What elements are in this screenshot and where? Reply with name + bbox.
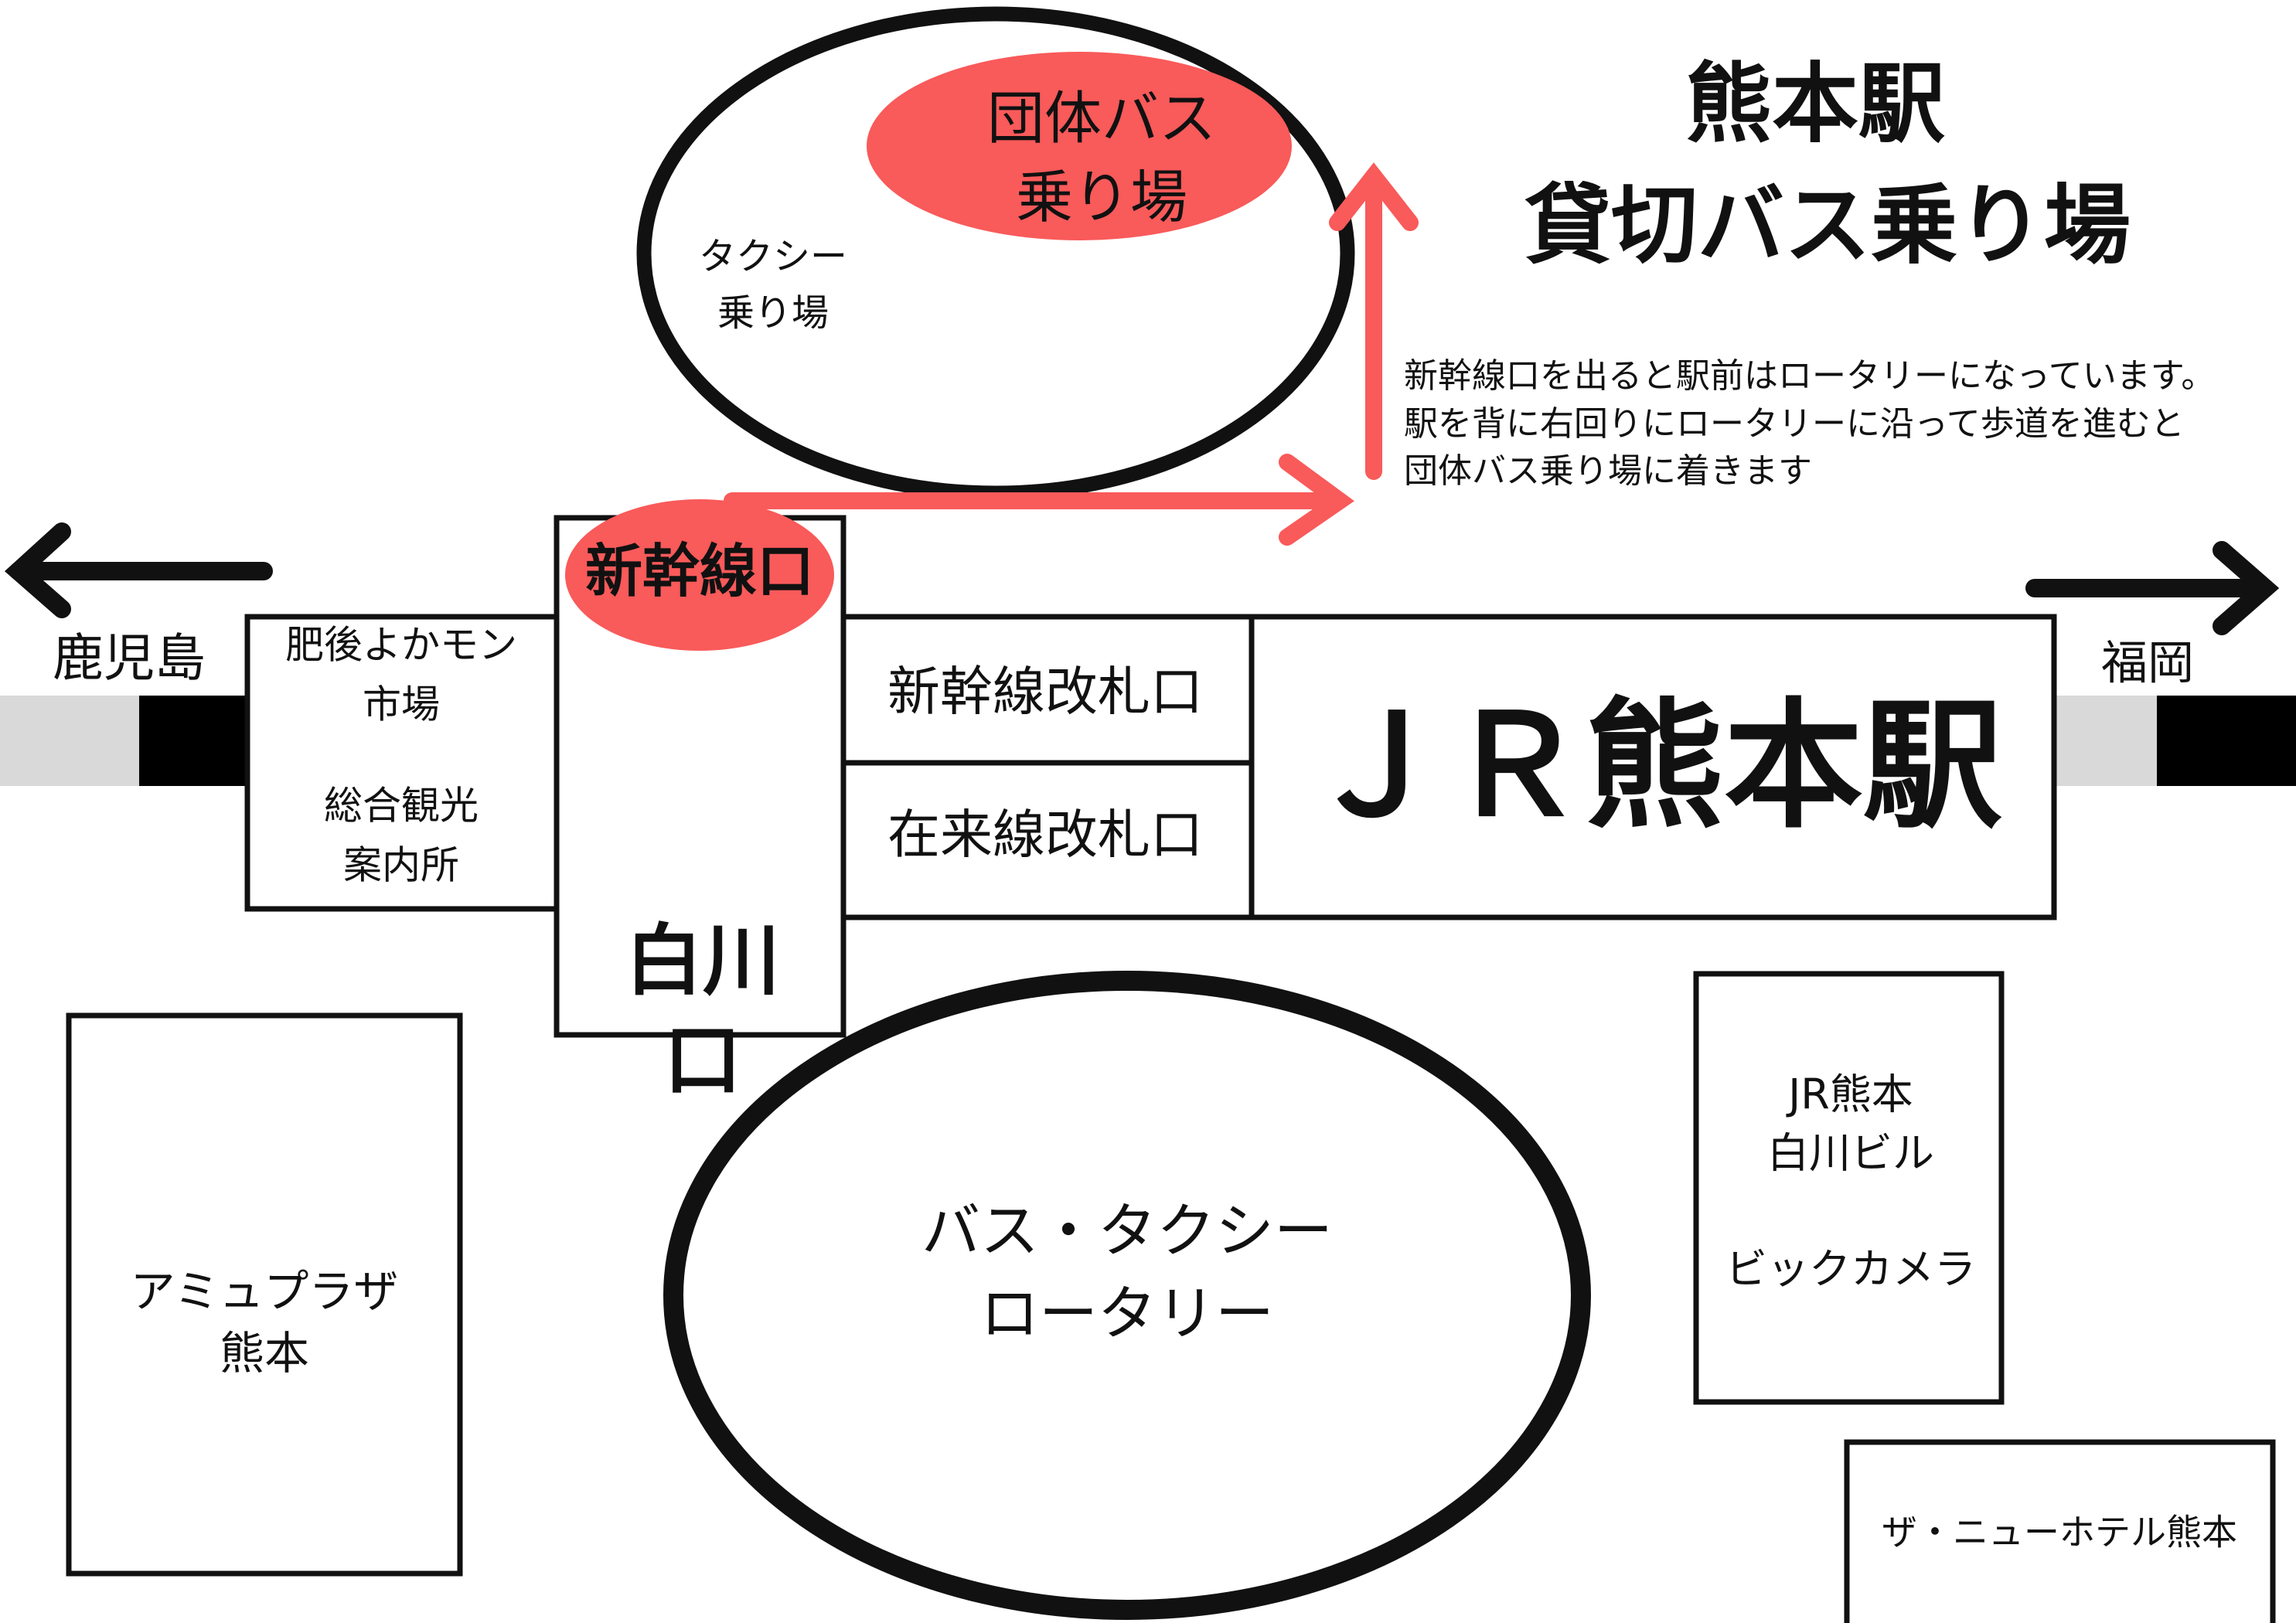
amu-plaza-label-1: アミュプラザ: [131, 1265, 399, 1318]
station-building: [840, 614, 2057, 920]
group-bus-label-2: 乗り場: [1016, 165, 1187, 231]
amu-plaza-building: [66, 1012, 463, 1577]
page-title-line1: 熊本駅: [1685, 54, 1945, 155]
hotel-label: ザ・ニューホテル熊本: [1882, 1512, 2237, 1553]
arrow-right-icon: [2025, 541, 2280, 635]
shirakawa-exit-label-2: 口: [664, 1015, 741, 1105]
jr-shirakawa-building: [1693, 971, 2005, 1405]
zairai-gate-label: 在来線改札口: [887, 805, 1203, 866]
jr-building-label-2: 白川ビル: [1767, 1129, 1934, 1178]
track-left-block: [139, 696, 254, 786]
direction-kagoshima: 鹿児島: [53, 628, 206, 688]
higo-label-2: 市場: [363, 682, 440, 727]
track-right-block: [2157, 696, 2296, 786]
track-left: [0, 696, 139, 786]
route-arrow-up: [1329, 162, 1419, 480]
amu-plaza-label-2: 熊本: [220, 1327, 309, 1380]
shirakawa-exit-label-1: 白川: [625, 915, 780, 1005]
jr-building-label-1: JR熊本: [1786, 1070, 1913, 1119]
direction-fukuoka: 福岡: [2101, 637, 2194, 691]
shinkansen-exit-label: 新幹線口: [585, 539, 814, 605]
south-rotary-label-2: ロータリー: [980, 1279, 1274, 1348]
taxi-stand-label-2: 乗り場: [717, 291, 829, 335]
higo-building: [244, 614, 560, 912]
track-right: [2054, 696, 2157, 786]
shinkansen-gate-label: 新幹線改札口: [887, 662, 1203, 723]
south-rotary-label-1: バス・タクシー: [921, 1196, 1333, 1265]
bic-camera-label: ビックカメラ: [1725, 1245, 1976, 1294]
hotel-building: [1844, 1439, 2276, 1623]
station-name: ＪＲ熊本駅: [1306, 686, 2002, 847]
group-bus-label-1: 団体バス: [987, 86, 1216, 152]
shinkansen-exit-highlight: [565, 499, 834, 651]
taxi-stand-label-1: タクシー: [699, 235, 847, 278]
description-line-2: 駅を背に右回りにロータリーに沿って歩道を進むと: [1404, 404, 2185, 444]
tourist-info-label-1: 総合観光: [324, 784, 479, 829]
description-line-3: 団体バス乗り場に着きます: [1404, 451, 1812, 491]
south-rotary: [663, 971, 1591, 1620]
page-title-line2: 貸切バス乗り場: [1524, 175, 2131, 276]
arrow-left-icon: [4, 522, 273, 618]
route-arrow-right: [724, 454, 1354, 546]
higo-label-1: 肥後よかモン: [285, 623, 517, 668]
description-line-1: 新幹線口を出ると駅前はロータリーになっています。: [1404, 356, 2215, 396]
tourist-info-label-2: 案内所: [343, 843, 459, 888]
group-bus-area: [867, 52, 1292, 240]
